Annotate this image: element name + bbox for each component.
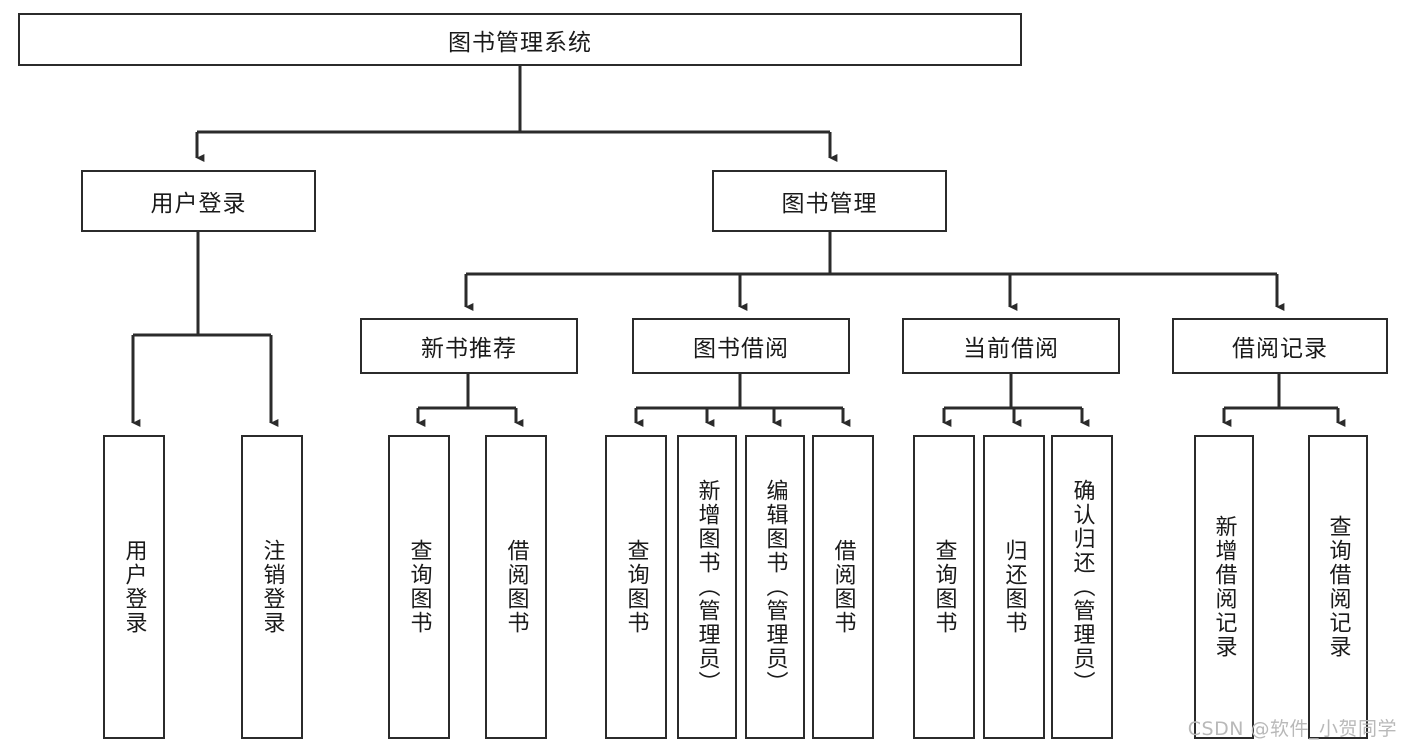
leaf-borrow-edit-book-admin[interactable]: 编辑图书（管理员） (745, 435, 805, 739)
leaf-rec-query-book[interactable]: 查询图书 (388, 435, 450, 739)
node-new-book-recommendation[interactable]: 新书推荐 (360, 318, 578, 374)
node-label: 用户登录 (121, 539, 147, 635)
node-label: 编辑图书（管理员） (762, 479, 788, 695)
node-book-borrowing[interactable]: 图书借阅 (632, 318, 850, 374)
node-user-login[interactable]: 用户登录 (81, 170, 316, 232)
node-label: 借阅记录 (1232, 336, 1328, 362)
csdn-watermark: CSDN @软件_小贺同学 (1187, 718, 1397, 740)
node-label: 新增借阅记录 (1211, 515, 1237, 659)
node-label: 当前借阅 (963, 336, 1059, 362)
node-label: 图书管理系统 (448, 29, 592, 56)
node-label: 图书管理 (781, 191, 878, 217)
leaf-rec-borrow-book[interactable]: 借阅图书 (485, 435, 547, 739)
leaf-user-login[interactable]: 用户登录 (103, 435, 165, 739)
node-label: 查询图书 (623, 539, 649, 635)
leaf-borrow-borrow-book[interactable]: 借阅图书 (812, 435, 874, 739)
leaf-user-logout[interactable]: 注销登录 (241, 435, 303, 739)
node-label: 新增图书（管理员） (694, 479, 720, 695)
node-book-management[interactable]: 图书管理 (712, 170, 947, 232)
leaf-borrow-add-book-admin[interactable]: 新增图书（管理员） (677, 435, 737, 739)
node-borrowing-record[interactable]: 借阅记录 (1172, 318, 1388, 374)
leaf-rec-query-record[interactable]: 查询借阅记录 (1308, 435, 1368, 739)
leaf-borrow-query-book[interactable]: 查询图书 (605, 435, 667, 739)
leaf-rec-add-record[interactable]: 新增借阅记录 (1194, 435, 1254, 739)
leaf-cur-confirm-return-admin[interactable]: 确认归还（管理员） (1051, 435, 1113, 739)
node-label: 查询借阅记录 (1325, 515, 1351, 659)
node-label: 借阅图书 (830, 539, 856, 635)
leaf-cur-return-book[interactable]: 归还图书 (983, 435, 1045, 739)
node-current-borrowing[interactable]: 当前借阅 (902, 318, 1120, 374)
node-label: 确认归还（管理员） (1069, 479, 1095, 695)
node-label: 图书借阅 (693, 336, 789, 362)
leaf-cur-query-book[interactable]: 查询图书 (913, 435, 975, 739)
node-label: 用户登录 (150, 191, 247, 217)
node-label: 新书推荐 (421, 336, 517, 362)
node-label: 注销登录 (259, 539, 285, 635)
node-label: 查询图书 (406, 539, 432, 635)
node-label: 查询图书 (931, 539, 957, 635)
node-label: 借阅图书 (503, 539, 529, 635)
node-root-book-management-system[interactable]: 图书管理系统 (18, 13, 1022, 66)
node-label: 归还图书 (1001, 539, 1027, 635)
